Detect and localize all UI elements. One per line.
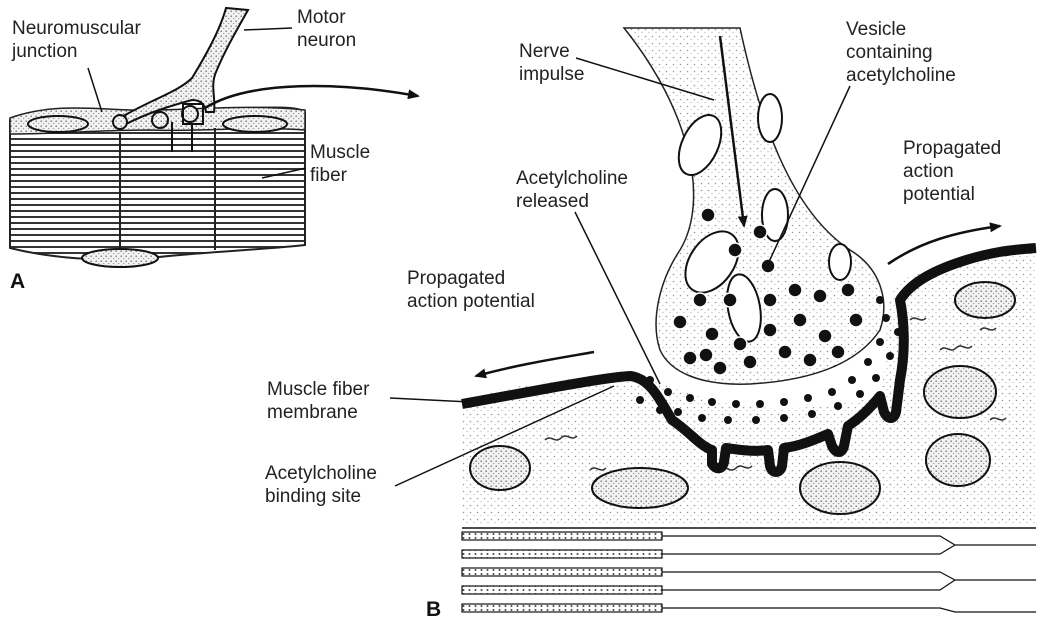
panel-label-b: B [426,598,441,622]
label-propagated-action-potential-right: Propagated action potential [903,137,1001,206]
myofibrils [462,526,1036,624]
label-acetylcholine-released: Acetylcholine released [516,167,628,213]
nucleus-left [28,116,88,132]
panel-label-a: A [10,270,25,294]
label-propagated-action-potential-left: Propagated action potential [407,267,535,313]
label-acetylcholine-binding-site: Acetylcholine binding site [265,462,377,508]
nucleus-bottom [82,249,158,267]
label-vesicle-acetylcholine: Vesicle containing acetylcholine [846,18,956,87]
propagated-arrow-left [476,352,594,376]
panel-b-illustration [390,28,1036,624]
zoom-arrow [205,86,418,108]
label-muscle-fiber: Muscle fiber [310,141,370,187]
label-muscle-fiber-membrane: Muscle fiber membrane [267,378,369,424]
label-neuromuscular-junction: Neuromuscular junction [12,17,141,63]
label-nerve-impulse: Nerve impulse [519,40,584,86]
nucleus-right [223,116,287,132]
label-motor-neuron: Motor neuron [297,6,356,52]
